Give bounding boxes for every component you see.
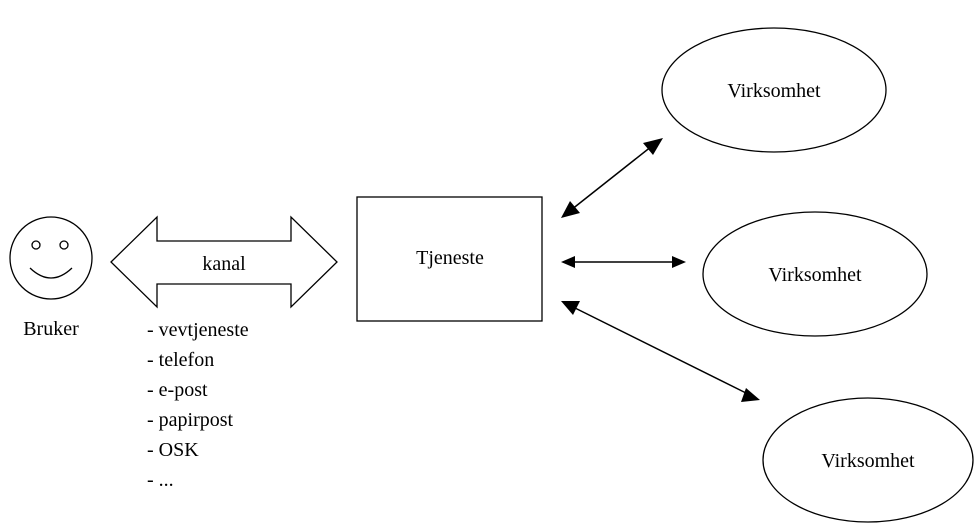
connector-service-business-3 [561, 301, 760, 402]
channel-list-item: - vevtjeneste [147, 319, 249, 341]
connector-service-business-1 [561, 138, 663, 218]
channel-label: kanal [202, 253, 246, 275]
channel-list: - vevtjeneste - telefon - e-post - papir… [147, 319, 249, 491]
business-node [702, 211, 928, 337]
business-node [661, 27, 887, 153]
business-label: Virksomhet [821, 450, 915, 472]
connector-service-business-2 [561, 256, 686, 268]
business-label: Virksomhet [768, 264, 862, 286]
user-label: Bruker [23, 318, 79, 340]
channel-list-item: - e-post [147, 379, 208, 401]
service-box [356, 196, 543, 322]
service-label: Tjeneste [416, 247, 484, 269]
channel-list-item: - ... [147, 469, 174, 491]
channel-list-item: - telefon [147, 349, 214, 371]
user-smiley-icon [9, 216, 93, 300]
business-node [762, 397, 974, 523]
channel-list-item: - papirpost [147, 409, 234, 431]
channel-list-item: - OSK [147, 439, 199, 461]
channel-double-arrow [110, 215, 338, 309]
business-label: Virksomhet [727, 80, 821, 102]
